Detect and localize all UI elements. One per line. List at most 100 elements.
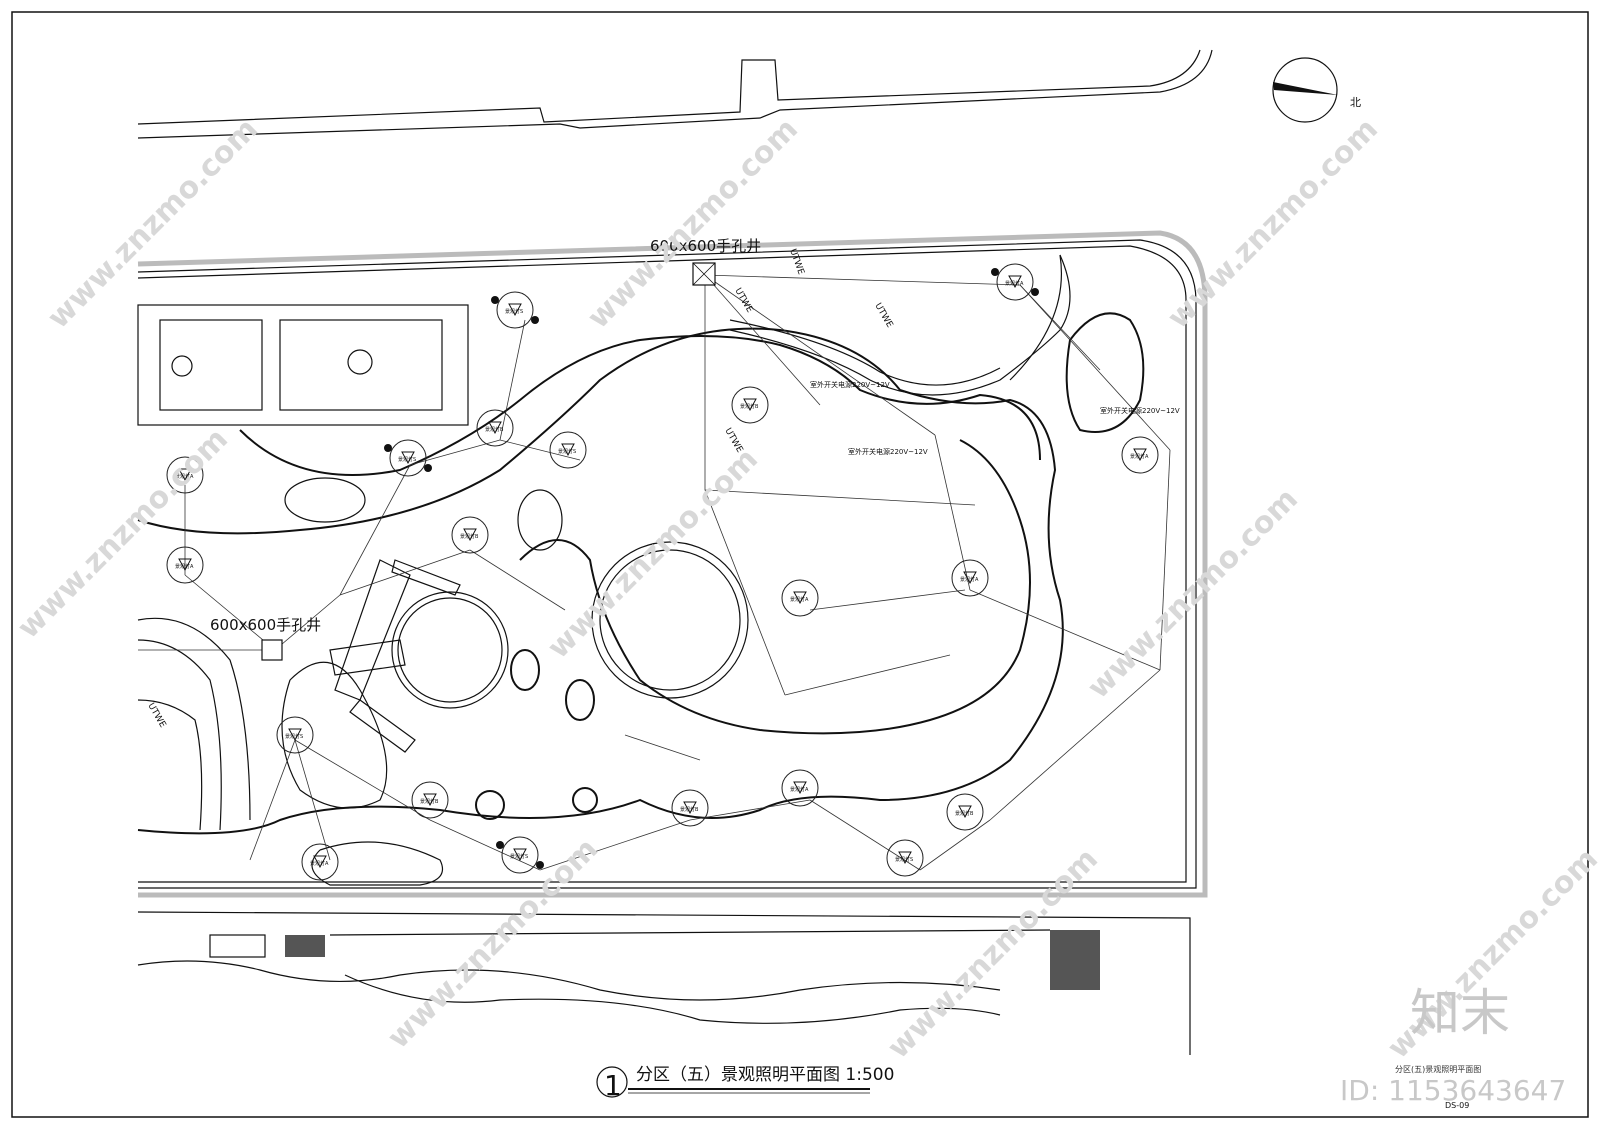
- title-block-text: 分区(五)景观照明平面图: [1395, 1065, 1481, 1074]
- tree-light-fixture: 景观灯S: [886, 839, 924, 877]
- tree-light-fixture: 景观灯S: [491, 291, 539, 329]
- spotlight-icon: [424, 464, 432, 472]
- tree-canopy: [886, 839, 924, 877]
- tree-canopy: [946, 793, 984, 831]
- tree-canopy: [781, 579, 819, 617]
- fixture-label: 景观灯B: [955, 810, 974, 817]
- spotlight-icon: [491, 296, 499, 304]
- tree-light-fixture: 景观灯S: [276, 716, 314, 754]
- watermark-layer: www.znzmo.com www.znzmo.com www.znzmo.co…: [11, 112, 1600, 1066]
- north-arrow: 北: [1272, 57, 1361, 123]
- tree-light-fixture: 景观灯B: [946, 793, 984, 831]
- fixture-label: 景观灯A: [175, 563, 194, 570]
- tree-light-fixture: 景观灯A: [166, 546, 204, 584]
- tree-canopy: [781, 769, 819, 807]
- uplight-icon: [1008, 275, 1022, 289]
- central-lawn: [519, 439, 1031, 735]
- tree-canopy: [301, 843, 339, 881]
- uplight-icon: [561, 443, 575, 457]
- uplight-icon: [401, 451, 415, 465]
- watermark-site-2: www.znzmo.com: [581, 112, 805, 336]
- stair-hatch-right: [1050, 930, 1100, 990]
- tree-canopy: [411, 781, 449, 819]
- tree-canopy: [951, 559, 989, 597]
- tree-canopy: [451, 516, 489, 554]
- tree-light-fixture: 景观灯S: [549, 431, 587, 469]
- bottom-road: [137, 911, 1191, 1055]
- cable-tag-3: UTWE: [872, 302, 894, 330]
- spotlight-icon: [496, 841, 504, 849]
- tree-canopy: [476, 409, 514, 447]
- north-label: 北: [1350, 96, 1361, 109]
- fixture-label: 景观灯S: [510, 853, 528, 860]
- tree-canopy: [731, 386, 769, 424]
- fixture-label: 景观灯S: [505, 308, 523, 315]
- tree-light-fixture: 景观灯A: [951, 559, 989, 597]
- left-plaza: [137, 477, 598, 886]
- uplight-icon: [423, 793, 437, 807]
- uplight-icon: [178, 468, 192, 482]
- fixture-label: 景观灯A: [790, 596, 809, 603]
- spotlight-icon: [991, 268, 999, 276]
- top-road: [137, 49, 1213, 139]
- tree-canopy: [166, 456, 204, 494]
- fixture-label: 景观灯B: [460, 533, 479, 540]
- watermark-site-6: www.znzmo.com: [1081, 482, 1305, 706]
- manhole-top: [692, 262, 716, 286]
- tree-canopy: [276, 716, 314, 754]
- uplight-icon: [793, 591, 807, 605]
- uplight-icon: [743, 398, 757, 412]
- uplight-icon: [488, 421, 502, 435]
- tree-canopy: [496, 291, 534, 329]
- watermark-site-7: www.znzmo.com: [381, 832, 605, 1056]
- watermark-site-5: www.znzmo.com: [541, 442, 765, 666]
- drawing-frame: [11, 11, 1589, 1118]
- transformer-label-3: 室外开关电源220V~12V: [848, 447, 928, 456]
- transformer-label-2: 室外开关电源220V~12V: [1100, 406, 1180, 415]
- fixture-label: 景观灯B: [740, 403, 759, 410]
- uplight-icon: [288, 728, 302, 742]
- watermark-site-1: www.znzmo.com: [41, 112, 265, 336]
- watermark-id: ID: 1153643647: [1340, 1074, 1566, 1107]
- tree-canopy: [166, 546, 204, 584]
- tree-canopy: [389, 439, 427, 477]
- fixture-label: 景观灯B: [485, 426, 504, 433]
- tree-light-fixture: 景观灯B: [451, 516, 489, 554]
- fixture-label: 景观灯A: [1005, 280, 1024, 287]
- title-number: 1: [604, 1069, 622, 1102]
- manhole-left: [261, 639, 283, 661]
- tree-canopy: [1121, 436, 1159, 474]
- uplight-icon: [793, 781, 807, 795]
- tree-light-fixture: 景观灯B: [731, 386, 769, 424]
- planting-island-right: [1065, 312, 1145, 433]
- winding-path: [137, 254, 1071, 835]
- tree-canopy: [671, 789, 709, 827]
- cable-tag-5: UTWE: [145, 702, 167, 730]
- tree-light-fixture: 景观灯B: [476, 409, 514, 447]
- drawing-title: 1 分区（五）景观照明平面图 1:500: [596, 1065, 894, 1102]
- manhole-label-top: 600x600手孔井: [650, 237, 761, 255]
- fixture-label: 景观灯S: [895, 856, 913, 863]
- fixture-label: 景观灯B: [680, 806, 699, 813]
- uplight-icon: [963, 571, 977, 585]
- tree-light-fixture: 景观灯A: [166, 456, 204, 494]
- tree-light-fixture: 景观灯S: [384, 439, 432, 477]
- uplight-icon: [178, 558, 192, 572]
- tree-light-fixture: 景观灯B: [671, 789, 709, 827]
- spotlight-icon: [531, 316, 539, 324]
- uplight-icon: [898, 851, 912, 865]
- fixture-label: 景观灯A: [310, 860, 329, 867]
- tree-light-fixture: 景观灯A: [991, 263, 1039, 301]
- tree-light-fixture: 景观灯S: [496, 836, 544, 874]
- spotlight-icon: [1031, 288, 1039, 296]
- tree-canopy: [996, 263, 1034, 301]
- tree-light-fixture: 景观灯A: [301, 843, 339, 881]
- fixture-label: 景观灯A: [175, 473, 194, 480]
- sheet-code: DS-09: [1445, 1101, 1469, 1110]
- light-fixtures: 景观灯S 景观灯B 景观灯S 景观灯S 景观灯A 景观灯B 景观灯B 景观灯A 景观灯A 景观灯A…: [166, 263, 1159, 881]
- spotlight-icon: [536, 861, 544, 869]
- fixture-label: 景观灯S: [558, 448, 576, 455]
- cable-tag-1: UTWE: [787, 248, 806, 277]
- tree-light-fixture: 景观灯A: [781, 579, 819, 617]
